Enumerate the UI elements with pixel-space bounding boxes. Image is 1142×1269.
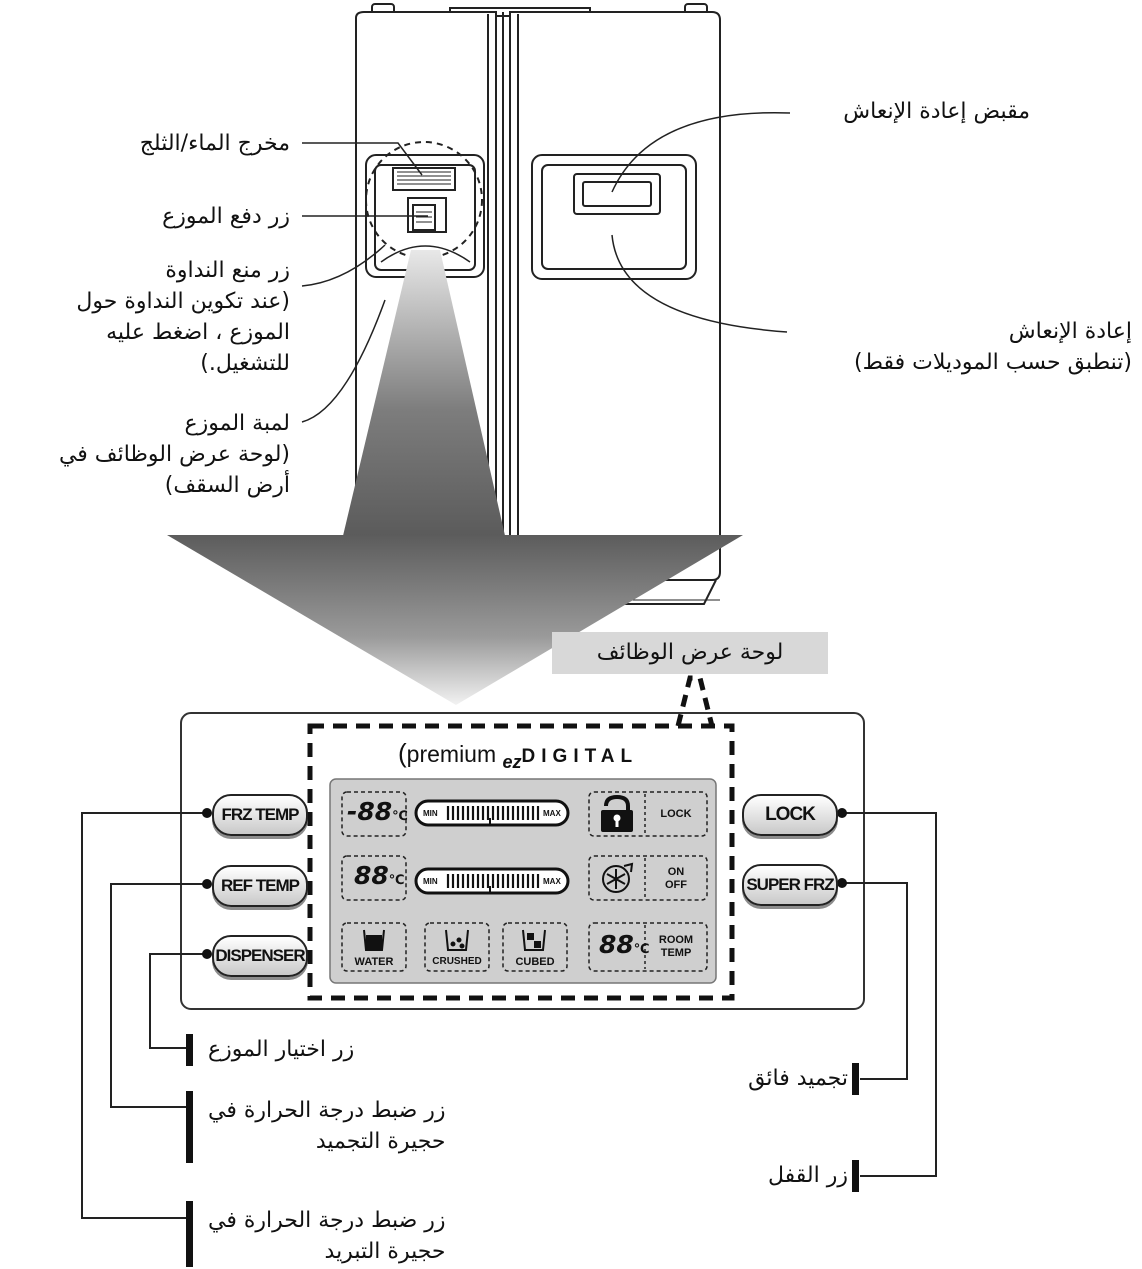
brand-premium: premium — [406, 741, 497, 767]
water-label: WATER — [354, 956, 394, 968]
callout-lines — [301, 111, 791, 423]
callout-dispenser-lamp: لمبة الموزع — [184, 411, 291, 436]
legend-freezer-temp-line: زر ضبط درجة الحرارة في — [208, 1098, 446, 1123]
freezer-temp-readout: -88℃ — [347, 797, 408, 826]
degree-unit: ℃ — [633, 942, 650, 957]
callout-refresh-note: (تنطبق حسب الموديلات فقط) — [854, 350, 1132, 375]
lock-indicator-label: LOCK — [660, 808, 692, 820]
super-frz-off-label: OFF — [665, 879, 687, 891]
legend-markers — [186, 1034, 859, 1267]
super-frz-button[interactable]: SUPER FRZ — [742, 864, 838, 906]
projection-arrowhead — [167, 535, 743, 705]
legend-freezer-temp-group: زر ضبط درجة الحرارة في حجيرة التجميد — [208, 1095, 446, 1157]
freezer-bar-max: MAX — [543, 809, 561, 818]
cubed-label: CUBED — [515, 956, 555, 968]
frz-temp-button[interactable]: FRZ TEMP — [212, 794, 308, 836]
snowflake-icon — [602, 862, 634, 893]
callout-dispenser-lamp-group: لمبة الموزع (لوحة عرض الوظائف في أرض الس… — [59, 408, 290, 501]
freezer-bar-min: MIN — [423, 809, 438, 818]
brand-swoosh: ( — [398, 738, 407, 768]
water-glass-icon — [363, 929, 385, 951]
temp-label: TEMP — [660, 947, 692, 959]
legend-super-freeze: تجميد فائق — [748, 1066, 848, 1091]
callout-refresh: إعادة الإنعاش — [1008, 319, 1132, 344]
freezer-temp-value: -88 — [347, 797, 393, 826]
room-temp-value: 88 — [599, 930, 634, 959]
brand-ez: ez — [502, 752, 522, 772]
callout-dispenser-push-button: زر دفع الموزع — [162, 204, 290, 229]
legend-freezer-temp-line: حجيرة التجميد — [315, 1129, 446, 1154]
callout-anti-moisture-note: (عند تكوين النداوة حول — [76, 289, 290, 314]
ref-temp-button[interactable]: REF TEMP — [212, 865, 308, 907]
room-label: ROOM — [658, 934, 694, 946]
function-panel-highlight — [307, 723, 735, 1001]
brand-logo: (premium ezDIGITAL — [398, 738, 639, 772]
function-panel-label: لوحة عرض الوظائف — [552, 632, 828, 674]
crushed-ice-icon — [445, 929, 469, 951]
projection-beam — [342, 250, 506, 540]
fridge-bar-min: MIN — [423, 877, 438, 886]
level-bars — [414, 799, 570, 895]
callout-refresh-group: إعادة الإنعاش (تنطبق حسب الموديلات فقط) — [854, 316, 1132, 378]
fridge-temp-value: 88 — [354, 861, 389, 890]
fridge-temp-readout: 88℃ — [354, 861, 405, 890]
callout-water-ice-outlet: مخرج الماء/الثلج — [139, 131, 290, 156]
legend-lines — [81, 812, 937, 1219]
lock-icon — [601, 794, 633, 832]
callout-anti-moisture-note: للتشغيل.) — [200, 351, 290, 376]
callout-anti-moisture-button: زر منع النداوة — [165, 258, 290, 283]
fridge-bar-max: MAX — [543, 877, 561, 886]
legend-dispenser-select: زر اختيار الموزع — [208, 1037, 355, 1062]
callout-refresh-handle: مقبض إعادة الإنعاش — [843, 99, 1030, 124]
legend-lock-button: زر القفل — [768, 1163, 848, 1188]
callout-anti-moisture-group: زر منع النداوة (عند تكوين النداوة حول ال… — [76, 255, 290, 379]
degree-unit: ℃ — [392, 809, 408, 824]
button-dots — [202, 808, 847, 959]
callout-dispenser-lamp-note: أرض السقف) — [164, 473, 290, 498]
callout-anti-moisture-note: الموزع ، اضغط عليه — [106, 320, 290, 345]
legend-fridge-temp-group: زر ضبط درجة الحرارة في حجيرة التبريد — [208, 1205, 446, 1267]
cubed-ice-icon — [522, 929, 546, 951]
dispenser-button[interactable]: DISPENSER — [212, 935, 308, 977]
crushed-label: CRUSHED — [432, 956, 482, 967]
room-temp-readout: 88℃ — [599, 930, 650, 959]
degree-unit: ℃ — [388, 873, 405, 888]
super-frz-on-label: ON — [667, 866, 685, 878]
brand-digital: DIGITAL — [521, 746, 639, 767]
legend-fridge-temp-line: حجيرة التبريد — [324, 1239, 446, 1264]
callout-dispenser-lamp-note: (لوحة عرض الوظائف في — [58, 442, 290, 467]
legend-fridge-temp-line: زر ضبط درجة الحرارة في — [208, 1208, 446, 1233]
lock-button[interactable]: LOCK — [742, 794, 838, 836]
